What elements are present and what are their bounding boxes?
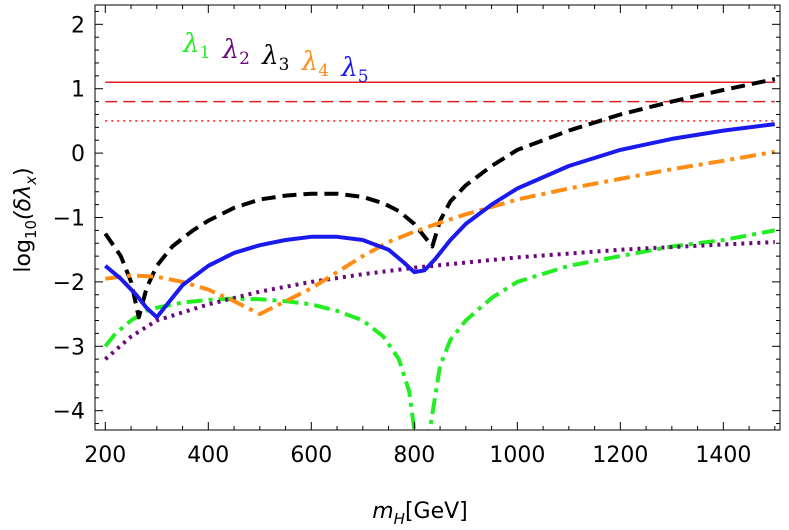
legend-lambda4: λ4 xyxy=(301,47,329,81)
legend-lambda2: λ2 xyxy=(222,35,250,69)
x-axis-label-unit: [GeV] xyxy=(405,499,468,524)
y-axis-label-close: ) xyxy=(11,167,36,176)
y-axis-label-log: log xyxy=(11,239,36,273)
legend-lambda3: λ3 xyxy=(261,41,289,75)
x-axis-label-sub: H xyxy=(394,510,405,528)
y-axis-label-post: (δλ xyxy=(11,185,36,220)
legend: λ1 λ2 λ3 λ4 λ5 xyxy=(182,29,369,87)
y-tick-label: −3 xyxy=(53,335,85,360)
legend-lambda1: λ1 xyxy=(182,29,210,63)
y-axis-label-sub: 10 xyxy=(22,220,40,239)
y-tick-label: 2 xyxy=(71,13,85,38)
reference-lines xyxy=(105,81,775,122)
series-line-lambda3 xyxy=(103,77,776,320)
x-tick-label: 1400 xyxy=(695,443,751,468)
y-axis-label: log10(δλx) xyxy=(11,167,40,272)
series-line-lambda5 xyxy=(104,122,776,320)
x-tick-label: 1200 xyxy=(592,443,648,468)
series-line-lambda4 xyxy=(105,149,776,317)
x-axis-label: mH[GeV] xyxy=(372,499,468,528)
y-tick-label: 0 xyxy=(71,142,85,167)
series-line-lambda1 xyxy=(103,228,776,430)
y-tick-label: 1 xyxy=(71,78,85,103)
series-line-lambda2 xyxy=(103,240,775,361)
x-axis-label-main: m xyxy=(372,499,393,524)
y-tick-label: −2 xyxy=(53,271,85,296)
y-axis-label-sub2: x xyxy=(22,176,40,186)
x-axis-ticks: 200 400 600 800 1000 1200 1400 xyxy=(84,5,776,468)
y-axis-ticks: −4 −3 −2 −1 0 1 2 xyxy=(53,10,780,425)
x-tick-label: 1000 xyxy=(489,443,545,468)
y-tick-label: −4 xyxy=(53,400,85,425)
series-layer xyxy=(103,77,776,430)
x-tick-label: 800 xyxy=(393,443,435,468)
x-tick-label: 200 xyxy=(84,443,126,468)
x-tick-label: 400 xyxy=(187,443,229,468)
legend-lambda5: λ5 xyxy=(340,53,368,87)
x-tick-label: 600 xyxy=(290,443,332,468)
y-tick-label: −1 xyxy=(53,207,85,232)
